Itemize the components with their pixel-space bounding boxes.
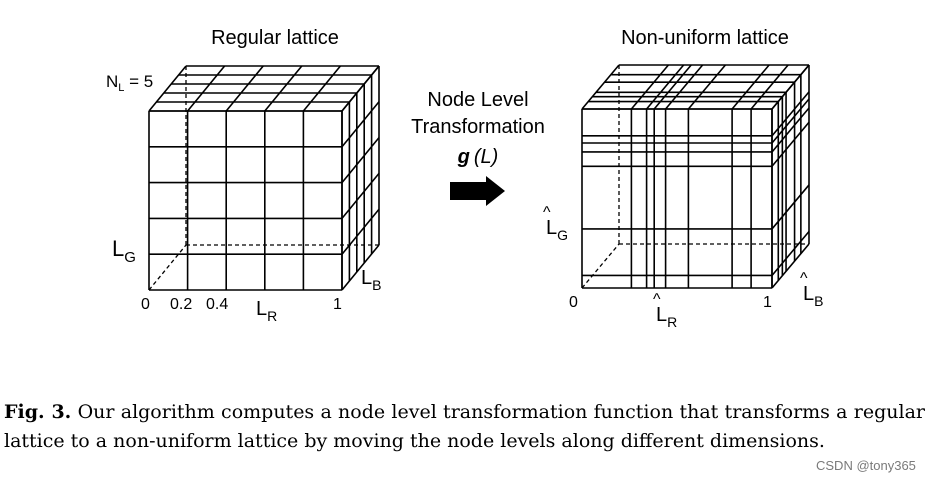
watermark: CSDN @tony365 xyxy=(816,458,916,473)
left-panel-title: Regular lattice xyxy=(211,27,339,49)
tick-label-1: 1 xyxy=(333,296,342,313)
regular-lattice-drawing xyxy=(148,65,380,291)
hat-lr-axis-label: LR xyxy=(656,304,677,330)
top-grid-line xyxy=(264,65,303,112)
tick-label-0: 0 xyxy=(141,296,150,313)
top-grid-line xyxy=(186,65,226,112)
side-grid-line xyxy=(341,101,380,148)
side-grid-line xyxy=(341,244,380,291)
lr-axis-label: LR xyxy=(256,298,277,324)
right-panel-title: Non-uniform lattice xyxy=(621,27,789,49)
side-grid-line xyxy=(341,172,380,219)
side-grid-line xyxy=(771,243,810,289)
right-arrow-icon xyxy=(450,176,505,206)
hidden-edge-line xyxy=(581,243,620,289)
top-grid-line xyxy=(645,64,685,110)
top-grid-line xyxy=(225,65,264,112)
transform-label-line2: Transformation xyxy=(411,116,545,138)
caption-text: Our algorithm computes a node level tran… xyxy=(4,401,925,452)
side-grid-line xyxy=(341,65,380,112)
hat-lb: ^ xyxy=(800,270,808,287)
hat-lg-axis-label: LG xyxy=(546,217,568,243)
top-grid-line xyxy=(731,64,770,110)
lb-axis-label: LB xyxy=(361,267,381,293)
hidden-edge-line xyxy=(148,244,187,291)
top-grid-line xyxy=(687,64,727,110)
hat-lg: ^ xyxy=(543,204,551,221)
top-grid-line xyxy=(581,64,620,110)
hat-lr: ^ xyxy=(653,291,661,308)
top-grid-line xyxy=(302,65,342,112)
top-grid-line xyxy=(653,64,692,110)
transform-label-line1: Node Level xyxy=(427,89,528,111)
right-tick-label-1: 1 xyxy=(763,294,772,311)
figure-label: Fig. 3. xyxy=(4,401,72,423)
tick-label-0-4: 0.4 xyxy=(206,296,228,313)
top-grid-line xyxy=(664,64,704,110)
transform-function: g(L) xyxy=(457,146,499,168)
side-grid-line xyxy=(341,208,380,255)
right-tick-label-0: 0 xyxy=(569,294,578,311)
lg-axis-label: LG xyxy=(112,236,136,266)
figure-caption: Fig. 3. Our algorithm computes a node le… xyxy=(4,398,925,456)
top-grid-line xyxy=(148,65,187,112)
tick-label-0-2: 0.2 xyxy=(170,296,192,313)
nl-label: NL = 5 xyxy=(106,72,153,94)
top-grid-line xyxy=(630,64,670,110)
side-grid-line xyxy=(341,137,380,184)
non-uniform-lattice-drawing xyxy=(581,64,810,289)
hat-lb-axis-label: LB xyxy=(803,283,823,309)
